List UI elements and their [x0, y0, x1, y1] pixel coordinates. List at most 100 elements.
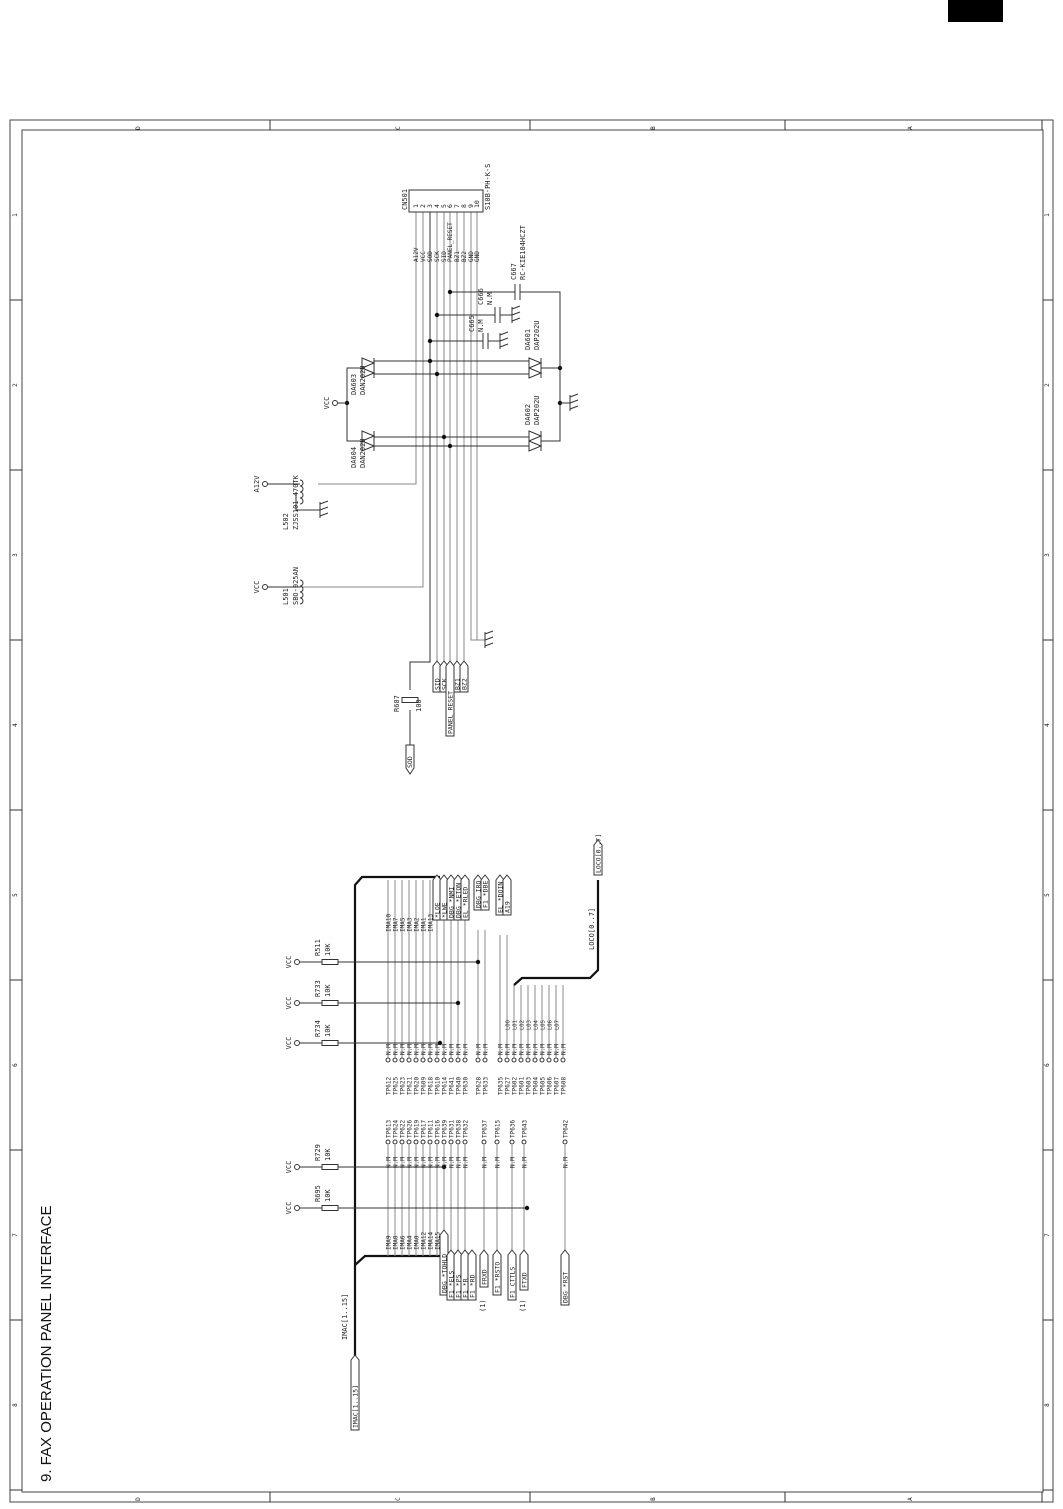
note-label: (1): [519, 1299, 527, 1312]
connector-pin-number: 9: [467, 204, 475, 208]
testpoint-label: TP623: [400, 1077, 407, 1095]
a12v-terminal-icon: [262, 481, 268, 487]
vcc-terminal-icon: [262, 584, 268, 590]
testpoint-label: TP638: [456, 1120, 463, 1138]
testpoint-label: TP626: [407, 1120, 414, 1138]
testpoint-icon: [518, 1057, 524, 1063]
drawing-frame: [9, 119, 1054, 1503]
ground-icon: [569, 393, 579, 411]
testpoint-icon: [385, 1139, 391, 1145]
testpoint-icon: [434, 1139, 440, 1145]
panel-reset-port-label: PANEL_RESET: [447, 691, 455, 734]
connector-signal-label: A12V: [413, 247, 420, 262]
nm-label: N.M: [442, 1157, 449, 1168]
net-vcc: [300, 212, 424, 588]
testpoint-label: TP640: [456, 1077, 463, 1095]
net-sod: [409, 212, 431, 690]
signal-bottom-port-shape: [492, 1249, 502, 1296]
bus-net-label: IMA10: [386, 914, 393, 932]
resistor-icon: [401, 697, 419, 703]
connector-signal-label: GND: [468, 251, 475, 262]
testpoint-icon: [562, 1139, 568, 1145]
wire: [520, 291, 561, 368]
resistor-icon: [321, 1000, 339, 1006]
frame-column-label: C: [395, 1497, 402, 1501]
testpoint-label: TP639: [442, 1120, 449, 1138]
nm-label: N.M: [533, 1044, 540, 1055]
components: [262, 189, 603, 1431]
signal-top-port-label: *LWE: [441, 902, 449, 918]
testpoint-label: TP635: [498, 1077, 505, 1095]
loco-net-label: LO3: [527, 1020, 533, 1030]
nm-label: N.M: [547, 1044, 554, 1055]
signal-top-port-label: DBG *ETON: [455, 883, 463, 918]
signal-bottom-port-shape: [467, 1249, 477, 1301]
connector-signal-label: BZ1: [454, 251, 461, 262]
r607-ref: R607: [393, 695, 401, 712]
port-port-label: SID: [434, 678, 442, 690]
frame-row-label: 1: [12, 213, 19, 217]
junction-dot: [434, 312, 440, 318]
connector-pin-number: 10: [473, 200, 481, 208]
imac-bus: [353, 875, 440, 1360]
frame-row-label: 2: [1044, 383, 1051, 387]
loco-bus-label: LOCO[0..7]: [588, 908, 596, 950]
frame-row-label: 4: [12, 723, 19, 727]
nm-label: N.M: [476, 1044, 483, 1055]
testpoint-icon: [455, 1139, 461, 1145]
resistor-icon: [321, 959, 339, 965]
nm-label: N.M: [482, 1157, 489, 1168]
frame-row-label: 1: [1044, 213, 1051, 217]
capacitor-c666-icon: [494, 307, 501, 323]
port-port-shape: [459, 660, 469, 693]
testpoint-label: TP606: [547, 1077, 554, 1095]
testpoint-label: TP637: [482, 1120, 489, 1138]
resistor-icon: [321, 1040, 339, 1046]
panel-reset-port-shape: [445, 660, 455, 737]
da604-ref: DA604: [350, 447, 358, 468]
loco-net-label: LO5: [541, 1020, 547, 1030]
resistor-ref: R695: [314, 1185, 322, 1202]
signal-bottom-port-label: F1 CTTLS: [509, 1267, 517, 1298]
connector-pin-number: 6: [446, 204, 454, 208]
vcc-label: VCC: [285, 1202, 293, 1215]
signal-bottom-port-shape: [560, 1249, 570, 1306]
junction-dot: [447, 289, 453, 295]
vcc-terminal-icon: [294, 1205, 300, 1211]
loco-net-label: LO6: [548, 1020, 554, 1030]
testpoint-icon: [385, 1057, 391, 1063]
testpoint-label: TP643: [522, 1120, 529, 1138]
resistor-ref: R734: [314, 1020, 322, 1037]
resistor-value: 10K: [324, 1189, 332, 1202]
loco-port-shape: [593, 839, 603, 876]
testpoint-label: TP642: [563, 1120, 570, 1138]
bus-net-label: IMA7: [393, 917, 400, 932]
connector-ref: CN501: [401, 189, 409, 210]
nm-label: N.M: [393, 1044, 400, 1055]
da601-ref: DA601: [524, 329, 532, 350]
loco-bus: [513, 880, 600, 986]
testpoint-label: TP624: [393, 1120, 400, 1138]
c666-ref: C666: [477, 288, 485, 305]
testpoint-icon: [399, 1139, 405, 1145]
nm-label: N.M: [449, 1044, 456, 1055]
connector-signal-label: GND: [474, 251, 481, 262]
nm-label: N.M: [505, 1044, 512, 1055]
testpoint-icon: [441, 1139, 447, 1145]
capacitor-c667-icon: [514, 284, 521, 300]
junction-dot: [447, 443, 453, 449]
junction-dot: [475, 959, 481, 965]
testpoint-icon: [539, 1057, 545, 1063]
junction-dot: [427, 338, 433, 344]
nm-label: N.M: [512, 1044, 519, 1055]
frame-column-label: D: [135, 126, 142, 130]
signal-bottom-port-label: F1 *R: [462, 1278, 470, 1298]
testpoint-label: TP612: [386, 1077, 393, 1095]
l502-gnd: [295, 492, 320, 511]
nm-label: N.M: [393, 1157, 400, 1168]
signal-bottom-port-label: F1 *RD: [469, 1274, 477, 1298]
frame-column-label: D: [135, 1497, 142, 1501]
sod-port-shape: [405, 744, 415, 775]
nm-label: N.M: [563, 1157, 570, 1168]
c667-ref: C667: [510, 263, 518, 280]
